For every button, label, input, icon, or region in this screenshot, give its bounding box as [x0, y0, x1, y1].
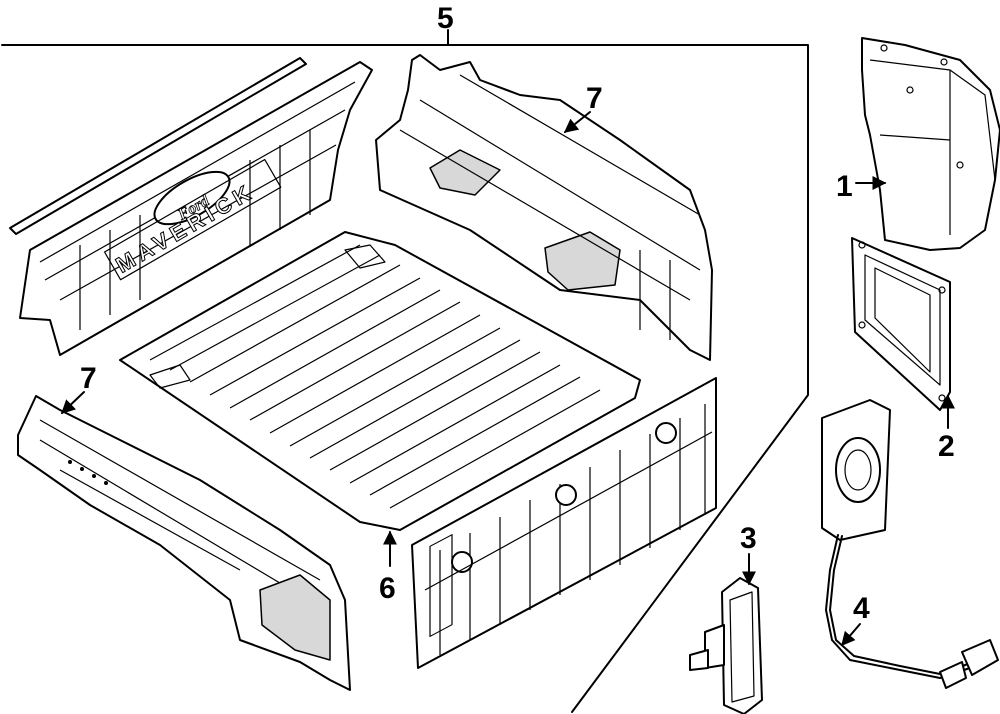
- assembly-bracket-5: [1, 29, 809, 713]
- callout-7-upper: 7: [563, 82, 603, 133]
- tailgate-ribs: [429, 533, 453, 638]
- callout-2: 2: [938, 394, 955, 463]
- callout-5-label: 5: [437, 2, 454, 35]
- callout-1-label: 1: [836, 170, 853, 203]
- callout-6-label: 6: [379, 572, 396, 605]
- callout-7-lower-label: 7: [80, 362, 97, 395]
- right-side-panel[interactable]: [375, 54, 713, 361]
- callout-3-label: 3: [740, 522, 757, 555]
- power-outlet[interactable]: [821, 399, 999, 689]
- bed-floor[interactable]: [119, 231, 641, 531]
- left-side-panel[interactable]: [17, 395, 351, 691]
- gasket[interactable]: [851, 237, 951, 411]
- storage-box[interactable]: [861, 37, 1000, 251]
- callout-7-lower: 7: [60, 362, 97, 414]
- callout-5: 5: [437, 2, 454, 35]
- tailgate-inner-panel[interactable]: [411, 377, 717, 669]
- callout-3: 3: [740, 522, 757, 586]
- callout-4-label: 4: [853, 592, 870, 625]
- callout-7-upper-label: 7: [586, 82, 603, 115]
- side-panel-holes: [68, 460, 108, 485]
- callout-6: 6: [379, 530, 397, 605]
- callout-2-label: 2: [938, 430, 955, 463]
- callout-4: 4: [841, 592, 870, 647]
- bed-lamp[interactable]: [689, 577, 763, 714]
- callout-1: 1: [836, 170, 887, 203]
